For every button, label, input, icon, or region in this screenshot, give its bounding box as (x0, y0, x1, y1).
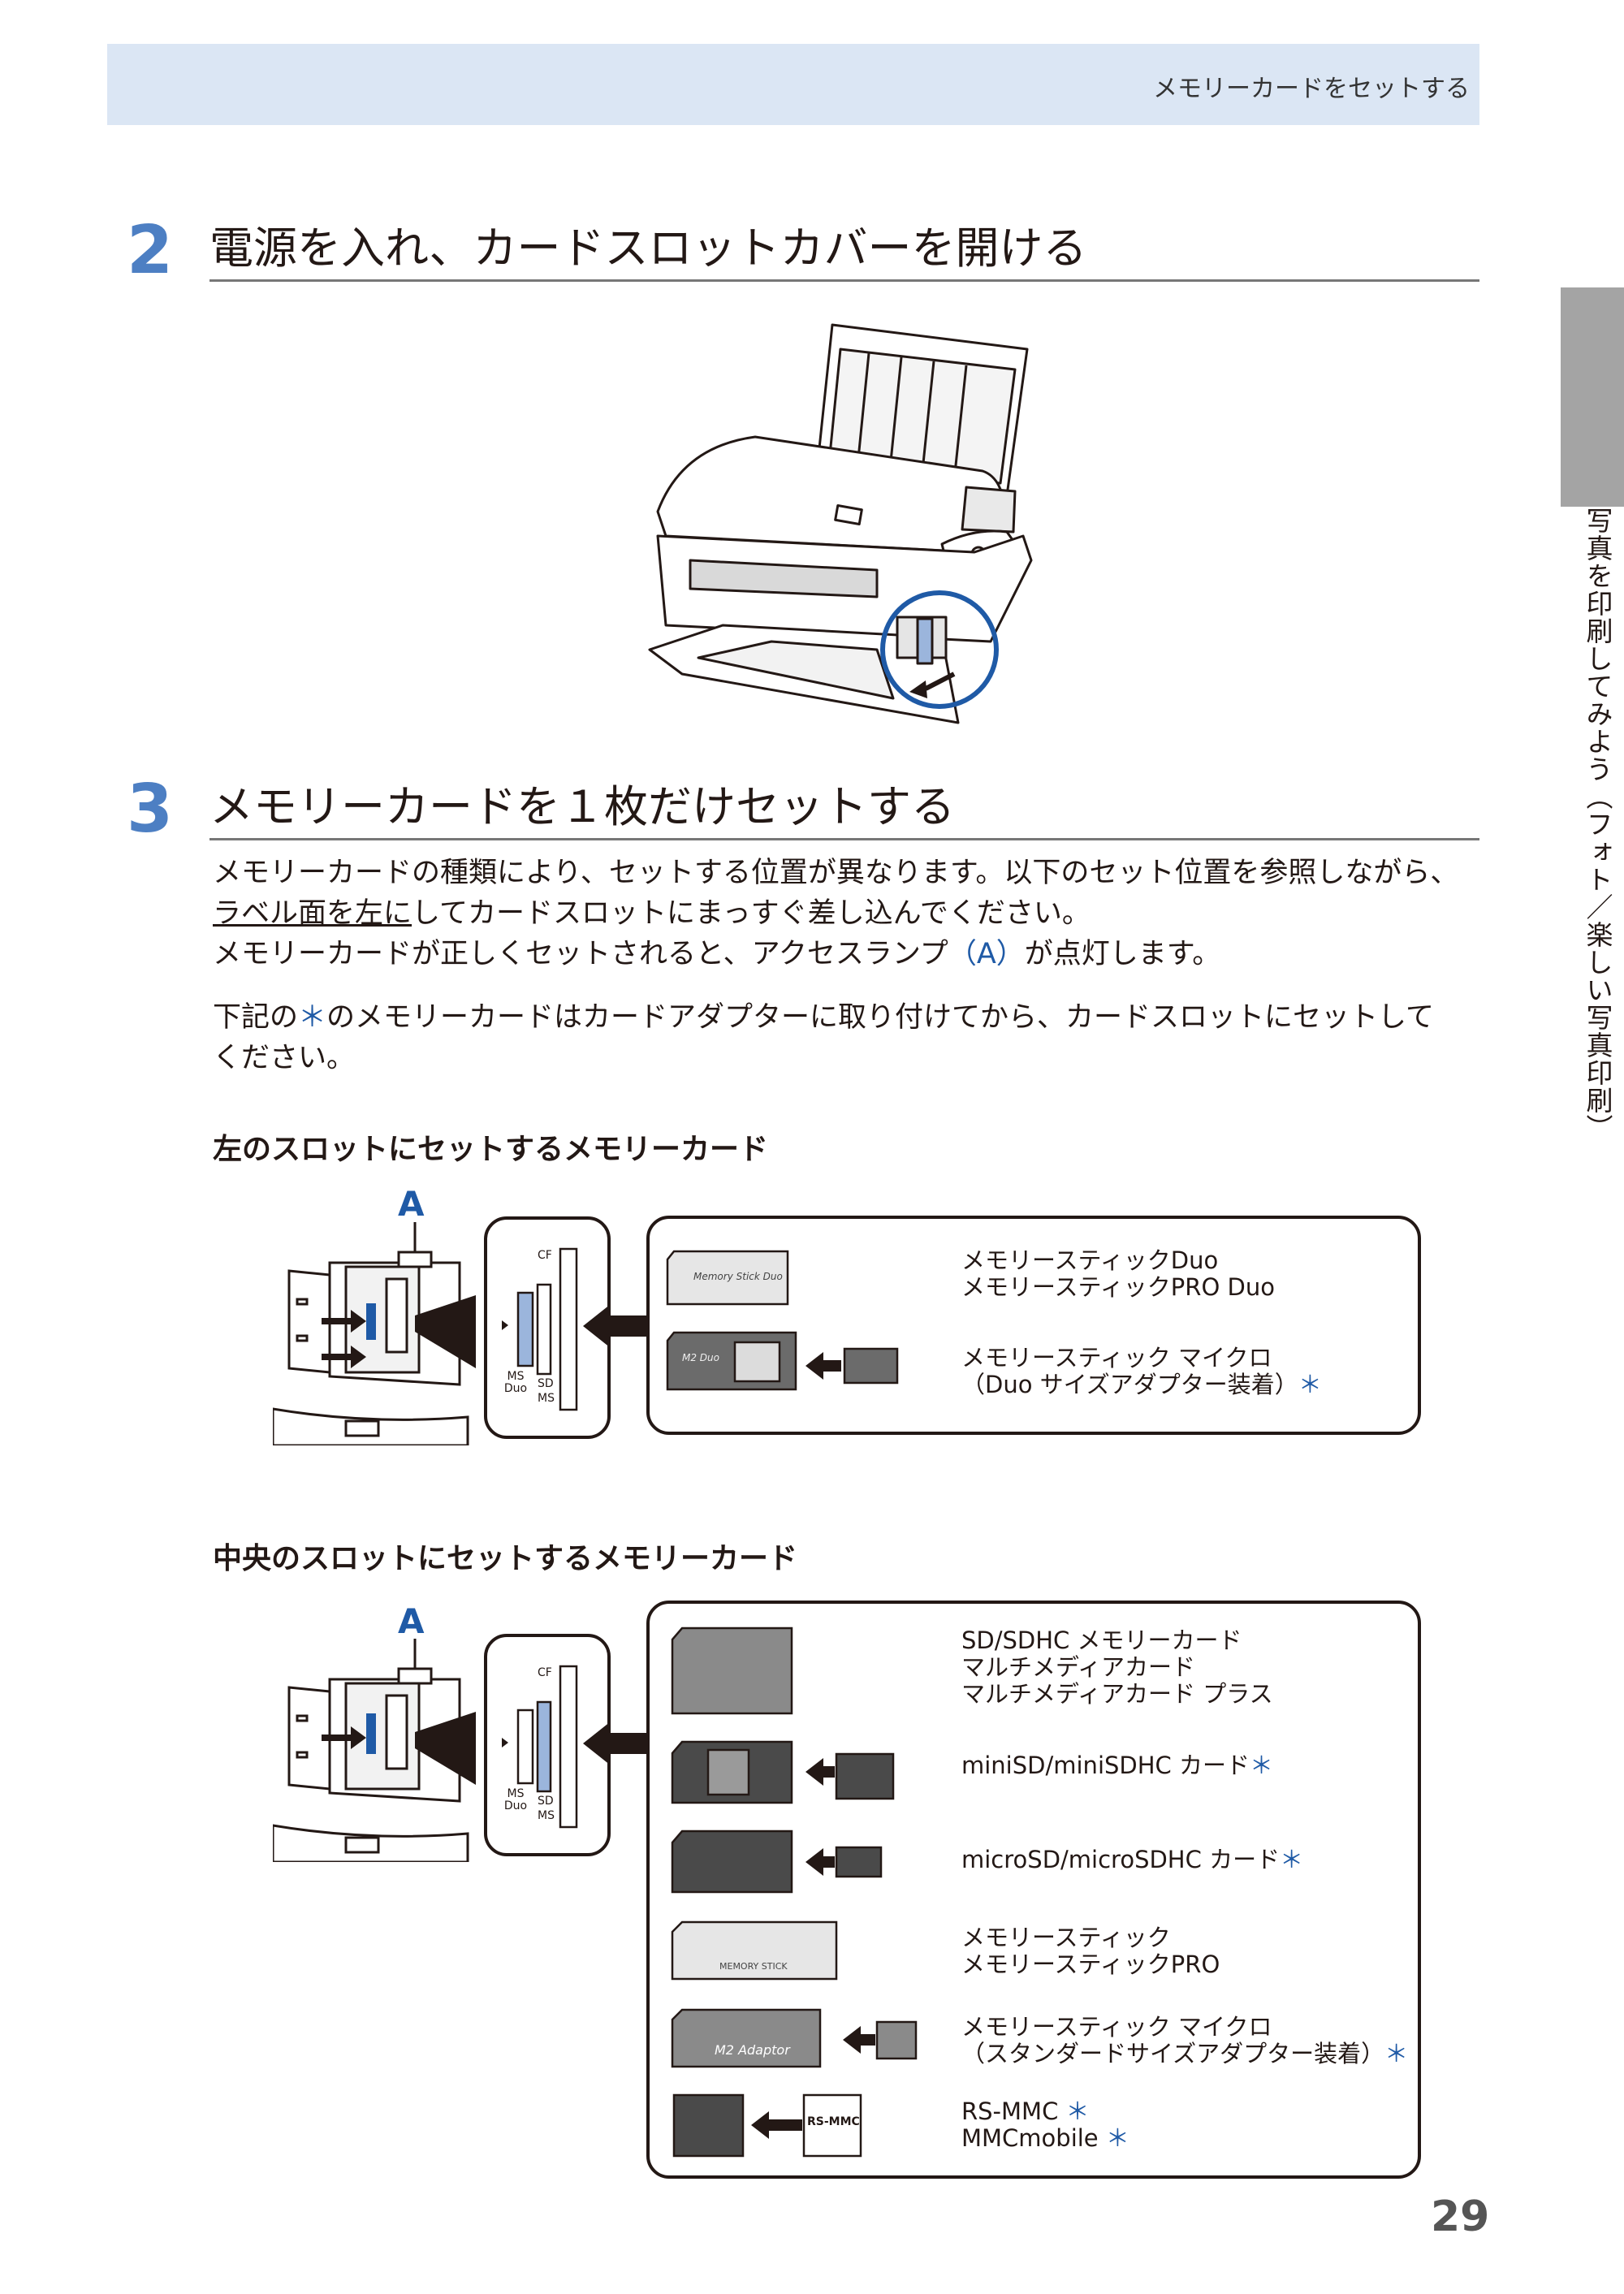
card-label-line: マルチメディアカード (961, 1653, 1195, 1681)
card-label-line: （スタンダードサイズアダプター装着）＊ (961, 2041, 1408, 2067)
step-title: メモリーカードを１枚だけセットする (209, 781, 955, 832)
card-face: Memory Stick Duo (693, 1271, 783, 1282)
card-face: M2 Duo (682, 1352, 719, 1363)
card-label-rs-mmc: RS-MMC ＊ MMCmobile ＊ (961, 2098, 1129, 2152)
asterisk-mark: ＊ (1384, 2040, 1409, 2067)
slot-layout (502, 1247, 578, 1411)
text-span: （スタンダードサイズアダプター装着） (961, 2040, 1385, 2067)
left-slot-heading: 左のスロットにセットするメモリーカード (213, 1133, 769, 1166)
left-slot-card-panel: Memory Stick Duo M2 Duo (646, 1216, 1421, 1435)
heading-rule (209, 279, 1479, 282)
text-span: が点灯します。 (1024, 938, 1221, 970)
card-face: M2 Adaptor (715, 2042, 790, 2058)
header-bar: メモリーカードをセットする (107, 44, 1479, 125)
slot-open-illustration (273, 1639, 476, 1862)
step-number: 2 (127, 212, 174, 289)
card-label-ms-micro-duo: メモリースティック マイクロ （Duo サイズアダプター装着）＊ (961, 1345, 1322, 1398)
card-label-ms-duo: メモリースティックDuo メモリースティックPRO Duo (961, 1247, 1275, 1301)
card-label-memory-stick: メモリースティック メモリースティックPRO (961, 1925, 1220, 1978)
asterisk-mark: ＊ (1105, 2124, 1129, 2152)
instruction-paragraph: メモリーカードの種類により、セットする位置が異なります。以下のセット位置を参照し… (213, 853, 1479, 974)
slot-label-cf: CF (538, 1249, 552, 1262)
insert-arrow (583, 1304, 654, 1348)
adapter-note-paragraph: 下記の＊のメモリーカードはカードアダプターに取り付けてから、カードスロットにセッ… (213, 997, 1479, 1078)
card-label-line: RS-MMC ＊ (961, 2098, 1129, 2125)
text-span: （Duo サイズアダプター装着） (961, 1371, 1298, 1398)
chapter-tab-label: 写真を印刷してみよう（フォト／楽しい写真印刷） (1582, 507, 1613, 1142)
asterisk-mark: ＊ (1298, 1371, 1322, 1398)
text-line: 下記の＊のメモリーカードはカードアダプターに取り付けてから、カードスロットにセッ… (213, 997, 1479, 1038)
slot-label-ms-duo: MS Duo (503, 1787, 528, 1812)
center-slot-card-panel: MEMORY STICK M2 Adaptor RS-MMC (646, 1601, 1421, 2179)
text-span: 下記の (213, 1001, 299, 1034)
slot-label-cf: CF (538, 1666, 552, 1679)
card-label-minisd: miniSD/miniSDHC カード＊ (961, 1752, 1273, 1779)
slot-layout (502, 1665, 578, 1829)
access-lamp-label: A (398, 1601, 425, 1641)
card-label-line: メモリースティックDuo (961, 1246, 1219, 1274)
text-span: してカードスロットにまっすぐ差し込んでください。 (412, 897, 1091, 930)
page-number: 29 (1431, 2192, 1490, 2241)
card-label-line: MMCmobile ＊ (961, 2125, 1129, 2152)
slot-label-sd: SD (538, 1377, 554, 1390)
asterisk-mark: ＊ (1280, 1846, 1304, 1873)
text-span: microSD/microSDHC カード (961, 1846, 1281, 1873)
card-label-line: メモリースティック マイクロ (961, 2013, 1272, 2041)
step-number: 3 (127, 771, 174, 848)
chapter-tab (1561, 287, 1624, 507)
asterisk-mark: ＊ (298, 1001, 327, 1034)
text-line: メモリーカードの種類により、セットする位置が異なります。以下のセット位置を参照し… (213, 857, 1459, 889)
text-span: MMCmobile (961, 2124, 1099, 2152)
card-label-line: メモリースティックPRO (961, 1951, 1220, 1978)
card-label-ms-micro-standard: メモリースティック マイクロ （スタンダードサイズアダプター装着）＊ (961, 2014, 1408, 2067)
card-label-line: SD/SDHC メモリーカード (961, 1627, 1242, 1654)
card-label-sd: SD/SDHC メモリーカード マルチメディアカード マルチメディアカード プラ… (961, 1627, 1273, 1708)
asterisk-mark: ＊ (1250, 1752, 1274, 1779)
step-3-heading: 3 メモリーカードを１枚だけセットする (107, 771, 1479, 848)
insert-arrow (583, 1722, 654, 1765)
card-face: RS-MMC (807, 2115, 860, 2128)
heading-rule (209, 838, 1479, 840)
card-face: MEMORY STICK (719, 1961, 788, 1972)
card-label-microsd: microSD/microSDHC カード＊ (961, 1847, 1303, 1873)
slot-label-ms: MS (538, 1809, 555, 1822)
card-label-line: （Duo サイズアダプター装着）＊ (961, 1372, 1322, 1398)
center-slot-heading: 中央のスロットにセットするメモリーカード (213, 1542, 798, 1575)
text-line: ラベル面を左にしてカードスロットにまっすぐ差し込んでください。 (213, 893, 1479, 934)
lamp-reference: （A） (948, 938, 1025, 970)
card-label-line: マルチメディアカード プラス (961, 1680, 1273, 1708)
access-lamp-label: A (398, 1184, 425, 1224)
card-illustrations (666, 1250, 899, 1391)
text-span: メモリーカードが正しくセットされると、アクセスランプ (213, 938, 948, 970)
slot-label-sd: SD (538, 1795, 554, 1808)
text-line: ください。 (213, 1042, 356, 1074)
text-span: RS-MMC (961, 2097, 1059, 2125)
slot-label-ms: MS (538, 1392, 555, 1405)
underlined-text: ラベル面を左に (213, 897, 412, 930)
section-title: メモリーカードをセットする (1153, 75, 1470, 103)
text-line: メモリーカードが正しくセットされると、アクセスランプ（A）が点灯します。 (213, 934, 1479, 974)
text-span: のメモリーカードはカードアダプターに取り付けてから、カードスロットにセットして (326, 1001, 1434, 1034)
slot-label-ms-duo: MS Duo (503, 1370, 528, 1395)
card-label-line: メモリースティック マイクロ (961, 1344, 1272, 1372)
step-title: 電源を入れ、カードスロットカバーを開ける (209, 222, 1087, 274)
card-label-line: メモリースティックPRO Duo (961, 1273, 1275, 1301)
text-span: miniSD/miniSDHC カード (961, 1752, 1250, 1779)
asterisk-mark: ＊ (1065, 2097, 1090, 2125)
printer-illustration (648, 323, 1033, 724)
slot-open-illustration (273, 1222, 476, 1445)
card-illustrations (671, 1627, 918, 2158)
step-2-heading: 2 電源を入れ、カードスロットカバーを開ける (107, 212, 1479, 289)
card-label-line: メモリースティック (961, 1924, 1171, 1951)
